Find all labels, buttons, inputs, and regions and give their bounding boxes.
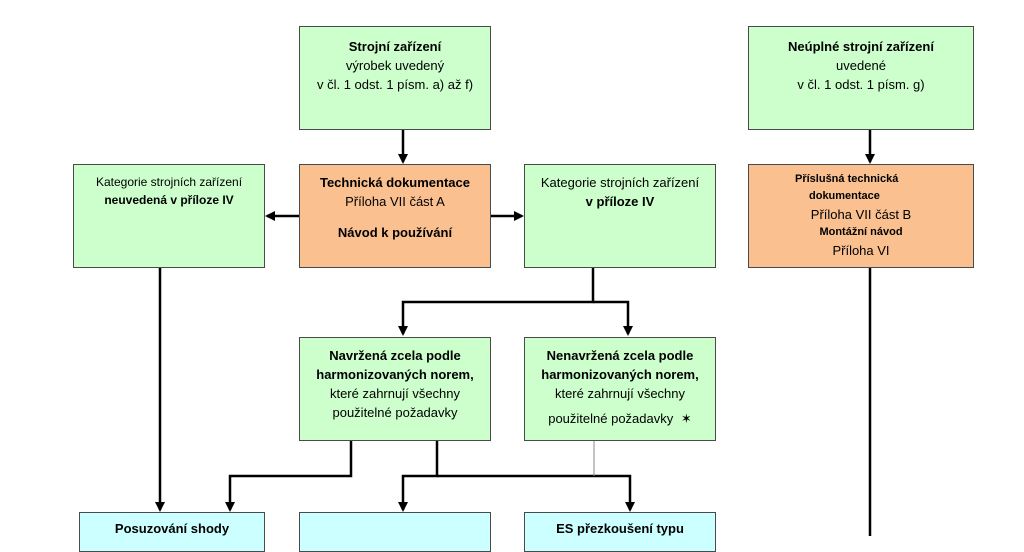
box-technical-docs: Technická dokumentace Příloha VII část A… [299, 164, 491, 268]
box-middle-bottom [299, 512, 491, 552]
not-designed-line3: které zahrnují všechny [554, 386, 686, 401]
split-line-annex4 [398, 268, 595, 336]
designed-line4: použitelné požadavky [332, 405, 458, 420]
box-machinery: Strojní zařízení výrobek uvedený v čl. 1… [299, 26, 491, 130]
box-not-designed-fully: Nenavržená zcela podle harmonizovaných n… [524, 337, 716, 441]
box-category-not-annex4: Kategorie strojních zařízení neuvedená v… [73, 164, 265, 268]
relevant-docs-line3: Příloha VII část B [810, 207, 912, 222]
box-ec-type-exam: ES přezkoušení typu [524, 512, 716, 552]
category-annex4-line1: Kategorie strojních zařízení [540, 175, 700, 190]
machinery-title: Strojní zařízení [348, 39, 442, 54]
box-conformity-assessment: Posuzování shody [79, 512, 265, 552]
category-annex4-line2: v příloze IV [585, 194, 655, 209]
asterisk-icon: ✶ [680, 411, 692, 426]
category-not-annex4-line2: neuvedená v příloze IV [104, 193, 234, 207]
not-designed-line4: použitelné požadavky [548, 411, 674, 426]
not-designed-line1: Nenavržená zcela podle [546, 348, 694, 363]
line-designed-to-assessment [225, 441, 353, 512]
technical-docs-line1: Příloha VII část A [345, 194, 445, 209]
designed-line3: které zahrnují všechny [329, 386, 461, 401]
connector-lines [155, 130, 875, 536]
partly-title: Neúplné strojní zařízení [788, 39, 934, 54]
machinery-line2: v čl. 1 odst. 1 písm. a) až f) [316, 77, 474, 92]
box-category-annex4: Kategorie strojních zařízení v příloze I… [524, 164, 716, 268]
box-relevant-docs: Příslušná technická dokumentace Příloha … [748, 164, 974, 268]
line-designed-to-middle [398, 441, 439, 512]
category-not-annex4-line1: Kategorie strojních zařízení [95, 175, 243, 189]
line-designed-to-ec [437, 474, 635, 512]
split-line-annex4-right [593, 300, 633, 336]
relevant-docs-line1: Příslušná technická [795, 173, 899, 185]
conformity-assessment-label: Posuzování shody [114, 521, 230, 536]
technical-docs-title: Technická dokumentace [319, 175, 471, 190]
designed-line2: harmonizovaných norem, [316, 367, 474, 382]
box-designed-fully: Navržená zcela podle harmonizovaných nor… [299, 337, 491, 441]
partly-line2: v čl. 1 odst. 1 písm. g) [797, 77, 925, 92]
machinery-line1: výrobek uvedený [345, 58, 445, 73]
relevant-docs-line4: Montážní návod [819, 226, 903, 238]
designed-line1: Navržená zcela podle [329, 348, 461, 363]
technical-docs-line2: Návod k používání [337, 225, 453, 240]
box-partly-completed: Neúplné strojní zařízení uvedené v čl. 1… [748, 26, 974, 130]
relevant-docs-line2: dokumentace [809, 190, 880, 202]
partly-line1: uvedené [836, 58, 886, 73]
ec-type-exam-label: ES přezkoušení typu [556, 521, 684, 536]
not-designed-line2: harmonizovaných norem, [541, 367, 699, 382]
relevant-docs-line5: Příloha VI [832, 243, 890, 258]
